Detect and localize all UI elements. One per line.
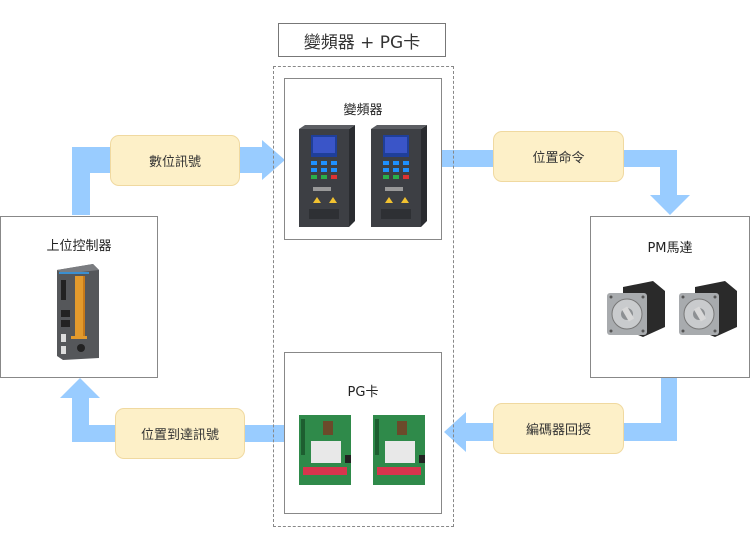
servo-motor-icon — [607, 281, 665, 337]
inverter-label: 變頻器 — [343, 103, 383, 118]
signal-digital: 數位訊號 — [110, 135, 240, 186]
pg-card-node: PG卡 — [284, 352, 442, 514]
motor-node: PM馬達 — [590, 216, 750, 378]
signal-position-command: 位置命令 — [493, 131, 624, 182]
signal-position-reached: 位置到達訊號 — [115, 408, 245, 459]
controller-label: 上位控制器 — [46, 239, 112, 254]
plc-controller-icon — [57, 264, 99, 360]
motor-label: PM馬達 — [647, 241, 693, 256]
inverter-node: 變頻器 — [284, 78, 442, 240]
pg-card-label: PG卡 — [347, 385, 379, 400]
servo-motor-icon — [679, 281, 737, 337]
diagram-title: 變頻器 + PG卡 — [278, 23, 446, 57]
pg-card-board-icon — [373, 415, 425, 485]
pg-card-board-icon — [299, 415, 351, 485]
signal-encoder-feedback: 編碼器回授 — [493, 403, 624, 454]
inverter-drive-icon — [299, 125, 355, 227]
inverter-pg-group — [273, 66, 454, 527]
inverter-drive-icon — [371, 125, 427, 227]
controller-node: 上位控制器 — [0, 216, 158, 378]
